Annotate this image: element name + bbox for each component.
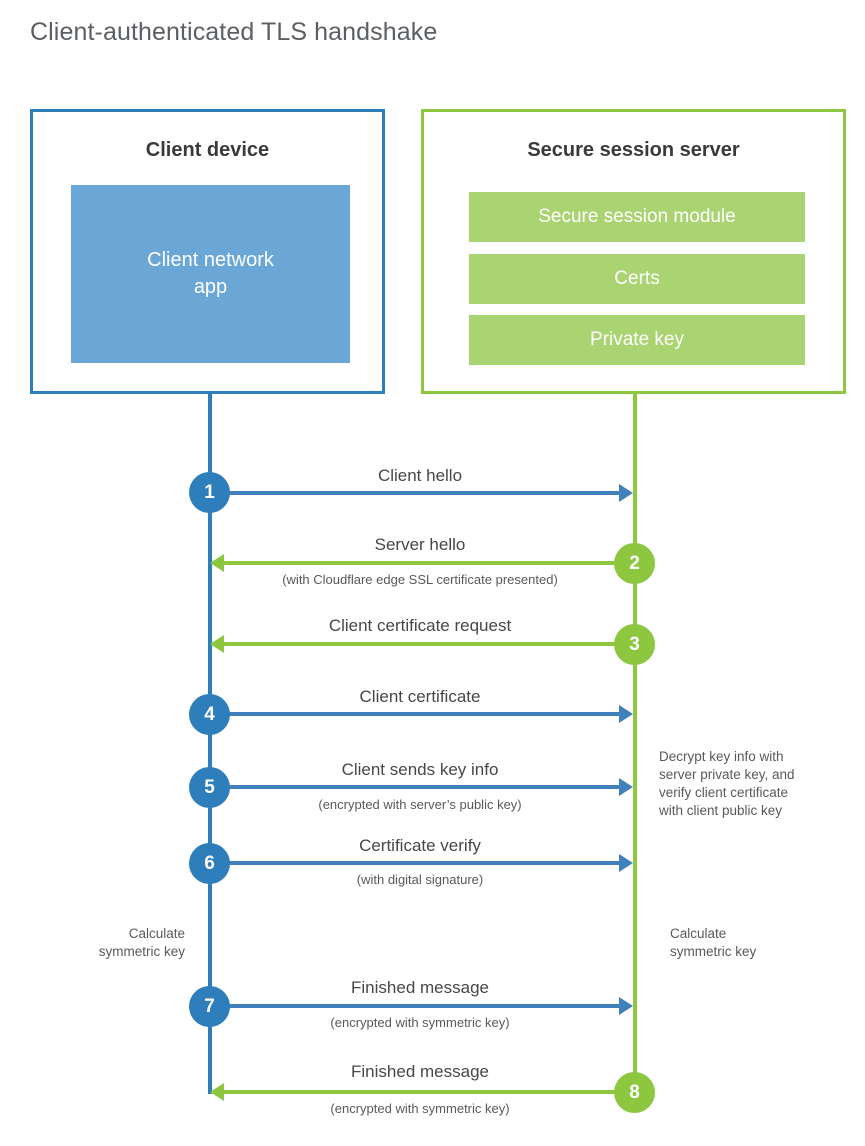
step-2-sublabel: (with Cloudflare edge SSL certificate pr… — [282, 572, 558, 587]
client-lifeline — [208, 391, 212, 1094]
client-calculate-annotation: Calculate symmetric key — [25, 925, 185, 961]
step-5-sublabel: (encrypted with server’s public key) — [318, 797, 522, 812]
arrowhead-icon — [210, 635, 224, 653]
page-title: Client-authenticated TLS handshake — [30, 18, 438, 46]
arrowhead-icon — [619, 484, 633, 502]
arrowhead-icon — [210, 554, 224, 572]
step-5-circle[interactable]: 5 — [189, 767, 230, 808]
server-calculate-annotation: Calculate symmetric key — [670, 925, 845, 961]
step-2-arrow — [210, 554, 623, 572]
step-8-sublabel: (encrypted with symmetric key) — [330, 1101, 510, 1116]
step-7-circle[interactable]: 7 — [189, 986, 230, 1027]
step-7-arrow — [210, 997, 633, 1015]
step-4-circle[interactable]: 4 — [189, 694, 230, 735]
client-device-title: Client device — [145, 139, 270, 161]
step-7-label: Finished message — [351, 978, 489, 997]
server-component-certs: Certs — [469, 254, 805, 304]
step-1-label: Client hello — [377, 466, 463, 485]
secure-session-server-box: Secure session server Secure session mod… — [421, 109, 846, 394]
step-3-label: Client certificate request — [328, 616, 512, 635]
arrowhead-icon — [619, 997, 633, 1015]
arrowhead-icon — [619, 778, 633, 796]
step-2-label: Server hello — [374, 535, 466, 554]
server-decrypt-line3: verify client certificate — [659, 785, 789, 800]
server-component-private-key: Private key — [469, 315, 805, 365]
step-3-circle[interactable]: 3 — [614, 624, 655, 665]
client-calculate-line1: Calculate — [128, 926, 185, 941]
step-6-circle[interactable]: 6 — [189, 843, 230, 884]
step-5-label: Client sends key info — [341, 760, 499, 779]
client-network-app-block: Client network app — [71, 185, 350, 363]
step-1-arrow — [210, 484, 633, 502]
step-7-sublabel: (encrypted with symmetric key) — [330, 1015, 510, 1030]
arrowhead-icon — [619, 854, 633, 872]
server-decrypt-line1: Decrypt key info with — [659, 749, 784, 764]
server-decrypt-annotation: Decrypt key info with server private key… — [659, 748, 849, 820]
step-4-arrow — [210, 705, 633, 723]
step-3-arrow — [210, 635, 623, 653]
step-8-label: Finished message — [351, 1062, 489, 1081]
step-8-arrow — [210, 1083, 623, 1101]
step-6-label: Certificate verify — [359, 836, 481, 855]
arrowhead-icon — [210, 1083, 224, 1101]
step-6-sublabel: (with digital signature) — [356, 872, 484, 887]
server-component-secure-session-module: Secure session module — [469, 192, 805, 242]
step-2-circle[interactable]: 2 — [614, 543, 655, 584]
step-6-arrow — [210, 854, 633, 872]
client-device-box: Client device Client network app — [30, 109, 385, 394]
step-4-label: Client certificate — [359, 687, 481, 706]
step-1-circle[interactable]: 1 — [189, 472, 230, 513]
server-lifeline — [633, 391, 637, 1094]
client-app-label-line1: Client network — [147, 249, 274, 271]
step-8-circle[interactable]: 8 — [614, 1072, 655, 1113]
arrowhead-icon — [619, 705, 633, 723]
step-5-arrow — [210, 778, 633, 796]
client-app-label-line2: app — [193, 276, 228, 298]
server-decrypt-line2: server private key, and — [659, 767, 795, 782]
server-calculate-line2: symmetric key — [670, 944, 757, 959]
client-calculate-line2: symmetric key — [98, 944, 185, 959]
secure-session-server-title: Secure session server — [527, 139, 740, 161]
server-decrypt-line4: with client public key — [659, 803, 783, 818]
server-calculate-line1: Calculate — [670, 926, 727, 941]
